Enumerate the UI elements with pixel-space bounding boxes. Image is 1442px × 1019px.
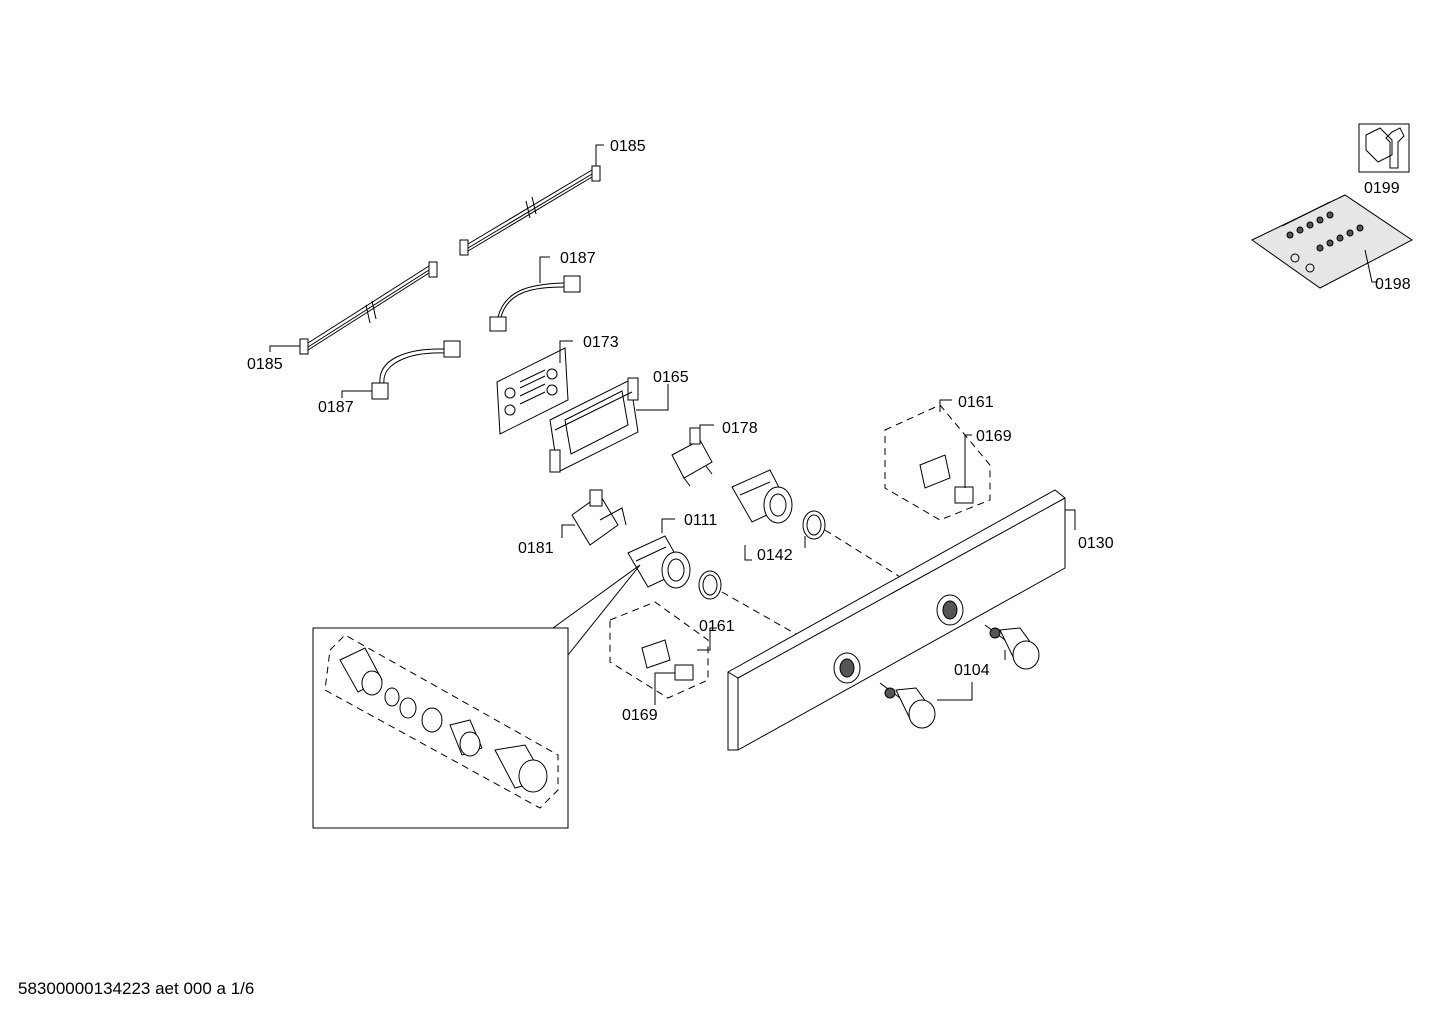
label-0161-right: 0161	[958, 394, 994, 411]
cable-harness-0185-lower[interactable]	[269, 261, 438, 355]
cable-0187-upper[interactable]	[489, 256, 581, 332]
sensor-group-0161-left[interactable]	[609, 601, 717, 705]
detail-inset	[312, 564, 641, 829]
label-0165: 0165	[653, 369, 689, 386]
label-0104: 0104	[954, 662, 990, 679]
selector-assembly-0111-lower[interactable]	[627, 518, 691, 589]
label-0199: 0199	[1364, 180, 1400, 197]
switch-0181[interactable]	[561, 489, 627, 546]
ring-0142-lower[interactable]	[698, 570, 722, 600]
label-0161-left: 0161	[699, 618, 735, 635]
label-0185-upper: 0185	[610, 138, 646, 155]
label-0130: 0130	[1078, 535, 1114, 552]
label-0181: 0181	[518, 540, 554, 557]
knob-0104-right[interactable]	[984, 624, 1040, 670]
document-reference: 58300000134223 aet 000 a 1/6	[18, 979, 255, 998]
label-0111: 0111	[684, 512, 717, 529]
label-0198: 0198	[1375, 276, 1411, 293]
label-0187-lower: 0187	[318, 399, 354, 416]
cable-0187-lower[interactable]	[341, 340, 461, 400]
label-0173: 0173	[583, 334, 619, 351]
cable-harness-0185-upper[interactable]	[459, 144, 604, 256]
ring-0142-upper[interactable]	[802, 510, 826, 540]
label-0169-right: 0169	[976, 428, 1012, 445]
control-panel-0130[interactable]	[727, 489, 1076, 751]
mounting-frame-0165[interactable]	[549, 377, 669, 473]
label-0187-upper: 0187	[560, 250, 596, 267]
selector-assembly-0111-upper[interactable]	[731, 469, 793, 524]
control-board-0173[interactable]	[496, 340, 573, 435]
screw-bag-0198[interactable]	[1251, 194, 1413, 289]
sensor-group-0161-right[interactable]	[884, 399, 991, 521]
wrench-tool-icon[interactable]	[1358, 123, 1410, 173]
label-0169-left: 0169	[622, 707, 658, 724]
label-0142: 0142	[757, 547, 793, 564]
switch-0178[interactable]	[671, 424, 714, 487]
knob-0104-left[interactable]	[879, 682, 936, 729]
label-0178: 0178	[722, 420, 758, 437]
label-0185-lower: 0185	[247, 356, 283, 373]
